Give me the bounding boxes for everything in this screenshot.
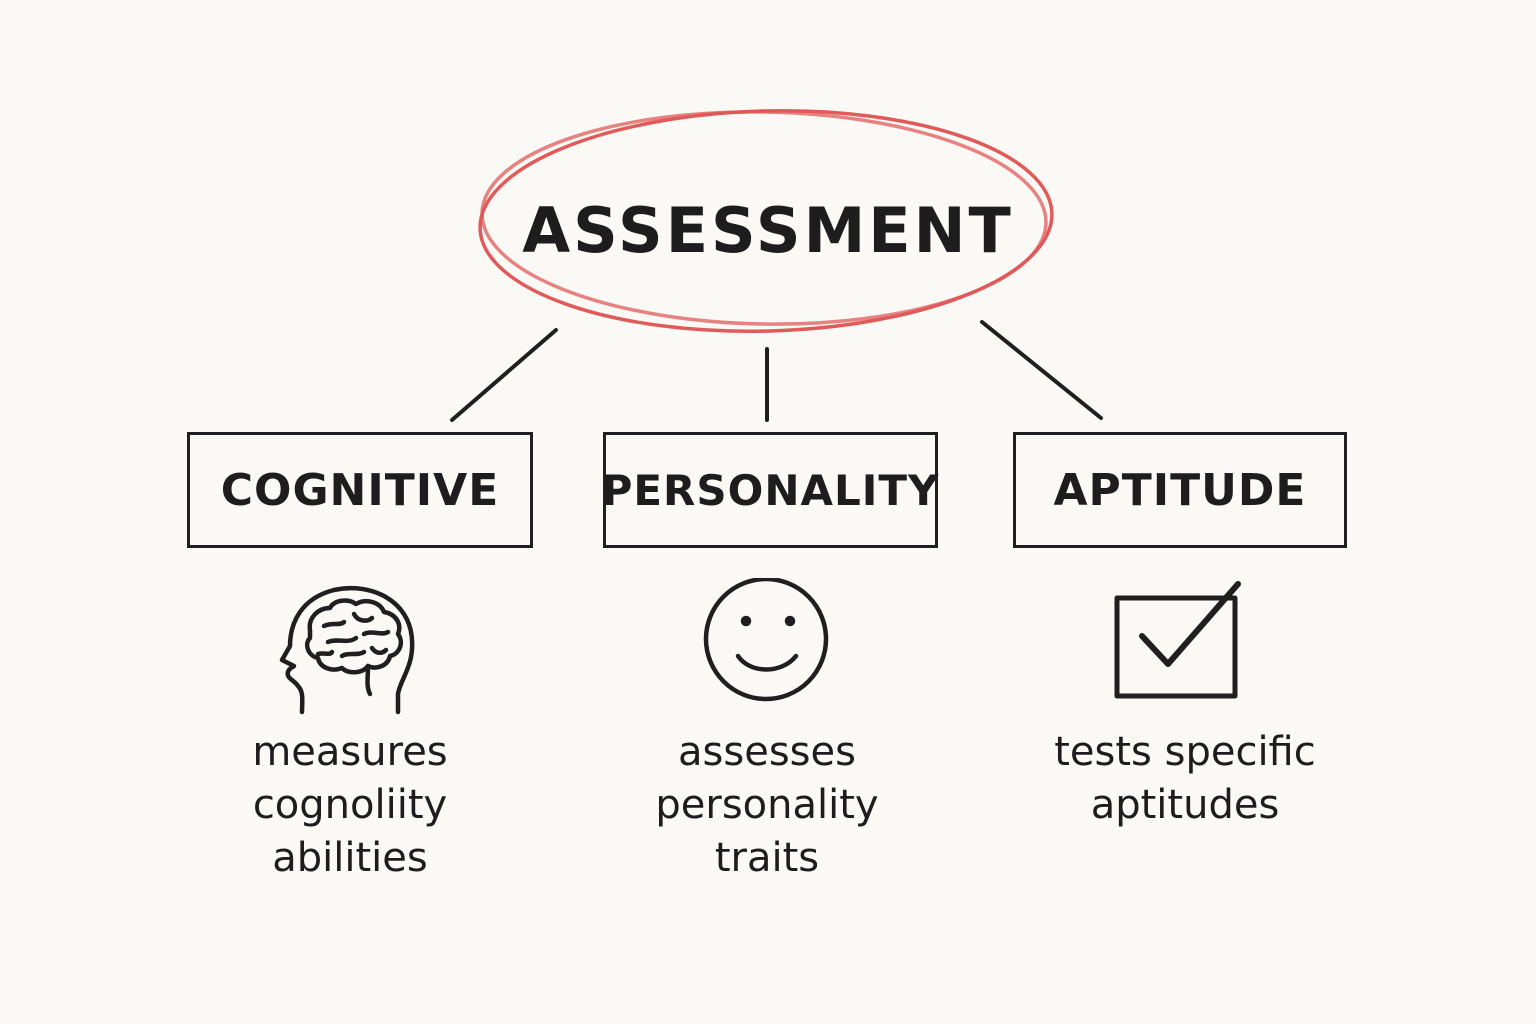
category-label-cognitive: COGNITIVE <box>220 464 500 516</box>
checkbox-check-icon <box>1110 578 1250 700</box>
root-node-label: ASSESSMENT <box>522 193 1014 267</box>
connector-aptitude <box>980 320 1103 420</box>
description-line: personality <box>655 782 879 828</box>
smiley-face-icon <box>700 576 834 702</box>
description-line: traits <box>714 835 820 881</box>
description-line: aptitudes <box>1090 782 1280 828</box>
description-line: assesses <box>678 729 856 775</box>
description-personality: assesses personality traits <box>617 726 917 885</box>
category-box-personality: PERSONALITY <box>601 432 940 548</box>
root-ellipse <box>478 109 1054 333</box>
category-box-cognitive: COGNITIVE <box>187 432 533 548</box>
category-label-personality: PERSONALITY <box>601 465 940 515</box>
description-line: tests specific <box>1054 729 1316 775</box>
description-cognitive: measures cognoliity abilities <box>200 726 500 885</box>
category-label-aptitude: APTITUDE <box>1053 464 1307 516</box>
description-line: measures <box>252 729 448 775</box>
connector-cognitive <box>450 328 558 422</box>
brain-head-icon <box>272 582 424 718</box>
description-line: cognoliity <box>252 782 448 828</box>
description-line: abilities <box>272 835 428 881</box>
category-box-aptitude: APTITUDE <box>1013 432 1347 548</box>
description-aptitude: tests specific aptitudes <box>1020 726 1350 832</box>
